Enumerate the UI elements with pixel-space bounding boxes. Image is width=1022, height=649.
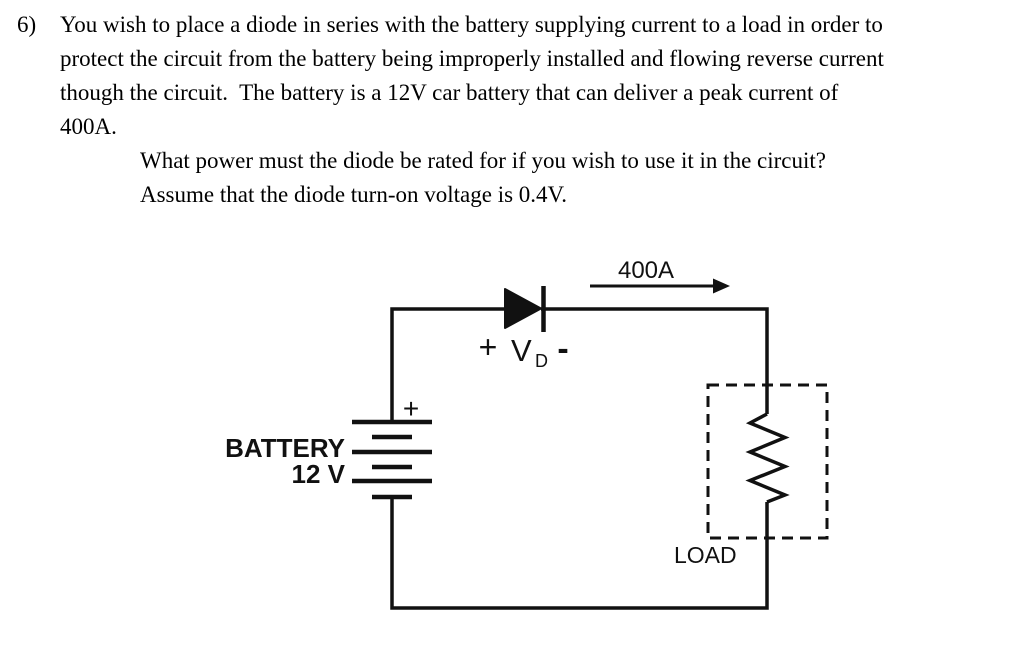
problem-statement: 6) You wish to place a diode in series wi… (0, 8, 1022, 212)
diode-plus-label: + (479, 329, 498, 365)
question-line: What power must the diode be rated for i… (0, 144, 1022, 178)
current-value-label: 400A (618, 257, 674, 284)
problem-line: 6) You wish to place a diode in series wi… (0, 8, 1022, 42)
problem-line-text: 400A. (60, 114, 117, 139)
wire-bottom-loop (390, 497, 769, 610)
problem-number: 6) (17, 12, 37, 37)
diode-voltage-label: V (511, 333, 532, 368)
current-arrow (590, 278, 730, 294)
diode-minus-label: - (557, 330, 568, 368)
diode-triangle (504, 288, 542, 329)
load-dashed-box (706, 383, 829, 540)
problem-line: though the circuit. The battery is a 12V… (0, 76, 1022, 110)
problem-line: 400A. (0, 110, 1022, 144)
battery-symbol (352, 419, 432, 500)
diode-symbol (504, 286, 546, 332)
battery-plus-label: + (403, 393, 419, 424)
problem-line: protect the circuit from the battery bei… (0, 42, 1022, 76)
diode-voltage-subscript: D (535, 351, 548, 371)
wire-top-right (541, 307, 769, 414)
battery-voltage-label: 12 V (292, 459, 346, 489)
problem-line-text: though the circuit. The battery is a 12V… (60, 80, 839, 105)
circuit-diagram: + V D - 400A + BATTERY 12 V (0, 230, 1022, 649)
wire-top-left (390, 307, 507, 422)
question-line-text: Assume that the diode turn-on voltage is… (140, 182, 567, 207)
load-label: LOAD (674, 542, 737, 568)
problem-line-text: protect the circuit from the battery bei… (60, 46, 884, 71)
question-line: Assume that the diode turn-on voltage is… (0, 178, 1022, 212)
question-line-text: What power must the diode be rated for i… (140, 148, 826, 173)
battery-name-label: BATTERY (225, 433, 345, 463)
resistor-symbol (745, 412, 790, 504)
problem-line-text: You wish to place a diode in series with… (60, 12, 883, 37)
current-arrow-head (713, 278, 730, 294)
